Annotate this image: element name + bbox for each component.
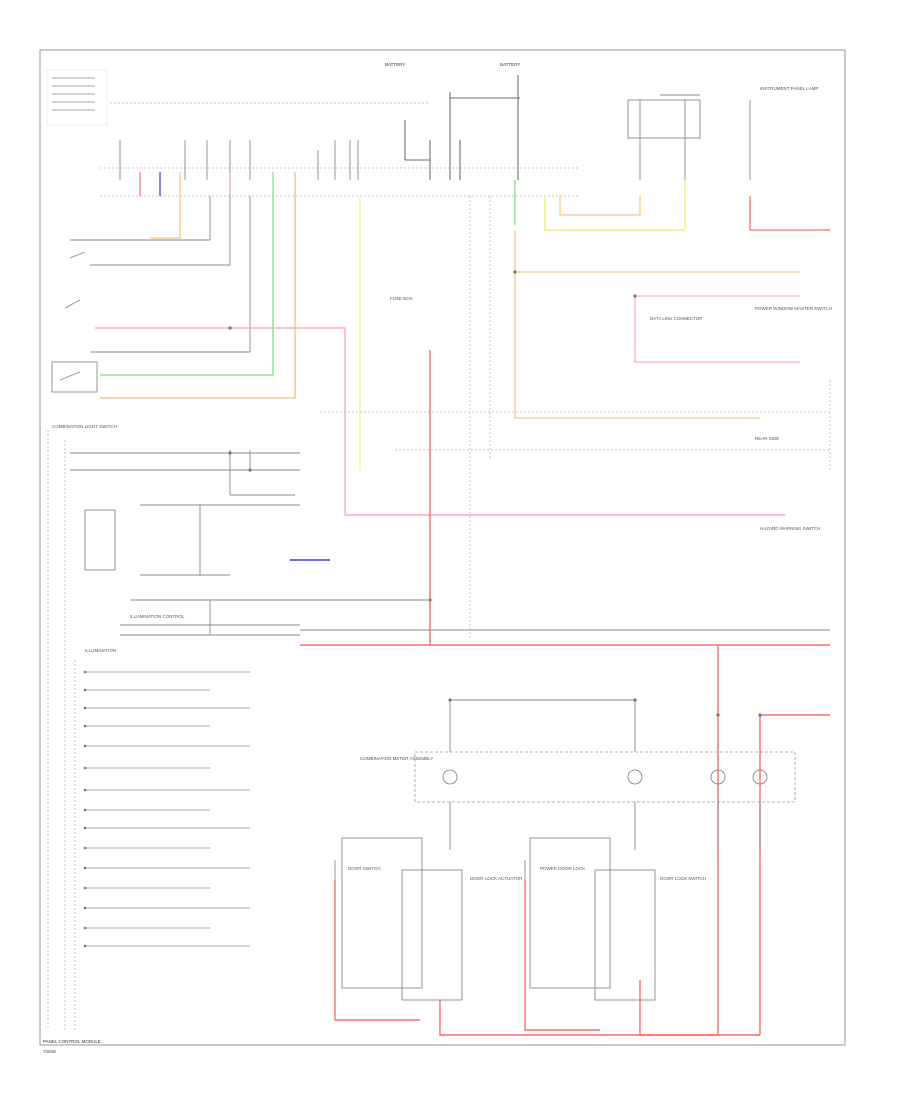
illumination-row-pin: [83, 906, 87, 910]
module-a-label: DOOR SWITCH: [348, 866, 381, 871]
hazard-label: HAZARD WARNING SWITCH: [760, 526, 820, 531]
footer-module-label: PANEL CONTROL MODULE: [43, 1039, 101, 1044]
illumination-row-pin: [83, 826, 87, 830]
illumination-row-pin: [83, 706, 87, 710]
main-red-trunk: [300, 350, 830, 1036]
illumination-row-pin: [83, 846, 87, 850]
illumination-row-pin: [83, 744, 87, 748]
relay-box: [627, 94, 751, 180]
lamp-cluster-label: COMBINATION METER ASSEMBLY: [360, 756, 433, 761]
rear-header: REAR SIDE: [755, 436, 779, 441]
switch-symbols: [51, 251, 98, 393]
dash-switch-header: COMBINATION LIGHT SWITCH: [52, 424, 117, 429]
module-b-label: DOOR LOCK ACTUATOR: [470, 876, 523, 881]
junction-dots: [228, 270, 762, 717]
color-wires: [95, 180, 830, 561]
illumination-row-pin: [83, 866, 87, 870]
right-dashed-lines: [320, 196, 831, 640]
footer-id: 7060B: [43, 1049, 56, 1054]
illumination-row-pin: [83, 808, 87, 812]
panel-lamp-label: INSTRUMENT PANEL LAMP: [760, 86, 818, 91]
illumination-header: ILLUMINATION: [85, 648, 116, 653]
dimmer-label: ILLUMINATION CONTROL: [130, 614, 185, 619]
diagram-frame: [39, 49, 846, 1046]
illumination-row-pin: [83, 724, 87, 728]
module-d-label: DOOR LOCK SWITCH: [660, 876, 706, 881]
illumination-row-pin: [83, 788, 87, 792]
connector-color-stubs: [139, 172, 296, 196]
upper-vertical-wires: [119, 140, 359, 180]
battery-fuse-tree: [404, 75, 520, 180]
dimmer-box: [84, 509, 116, 571]
illumination-row-pin: [83, 926, 87, 930]
illumination-row-pin: [83, 886, 87, 890]
illumination-row-pin: [83, 688, 87, 692]
illumination-row-pin: [83, 766, 87, 770]
middle-left-wires: [70, 450, 830, 636]
fuse-box-label: FUSE BOX: [390, 296, 413, 301]
module-c-label: POWER DOOR LOCK: [540, 866, 585, 871]
power-window-label: POWER WINDOW MASTER SWITCH: [755, 306, 832, 311]
illumination-row-pin: [83, 670, 87, 674]
illumination-rows: [83, 670, 250, 948]
top-left-label-block: [46, 69, 108, 126]
data-link-label: DATA LINK CONNECTOR: [650, 316, 703, 321]
battery-label-right: BATTERY: [500, 62, 520, 67]
illumination-row-pin: [83, 944, 87, 948]
left-switch-wires: [70, 196, 251, 353]
battery-label-left: BATTERY: [385, 62, 405, 67]
left-spine: [47, 430, 76, 1030]
connector-row: [100, 167, 580, 197]
lamp-cluster-box: [414, 699, 796, 850]
bottom-modules: [334, 837, 656, 1001]
